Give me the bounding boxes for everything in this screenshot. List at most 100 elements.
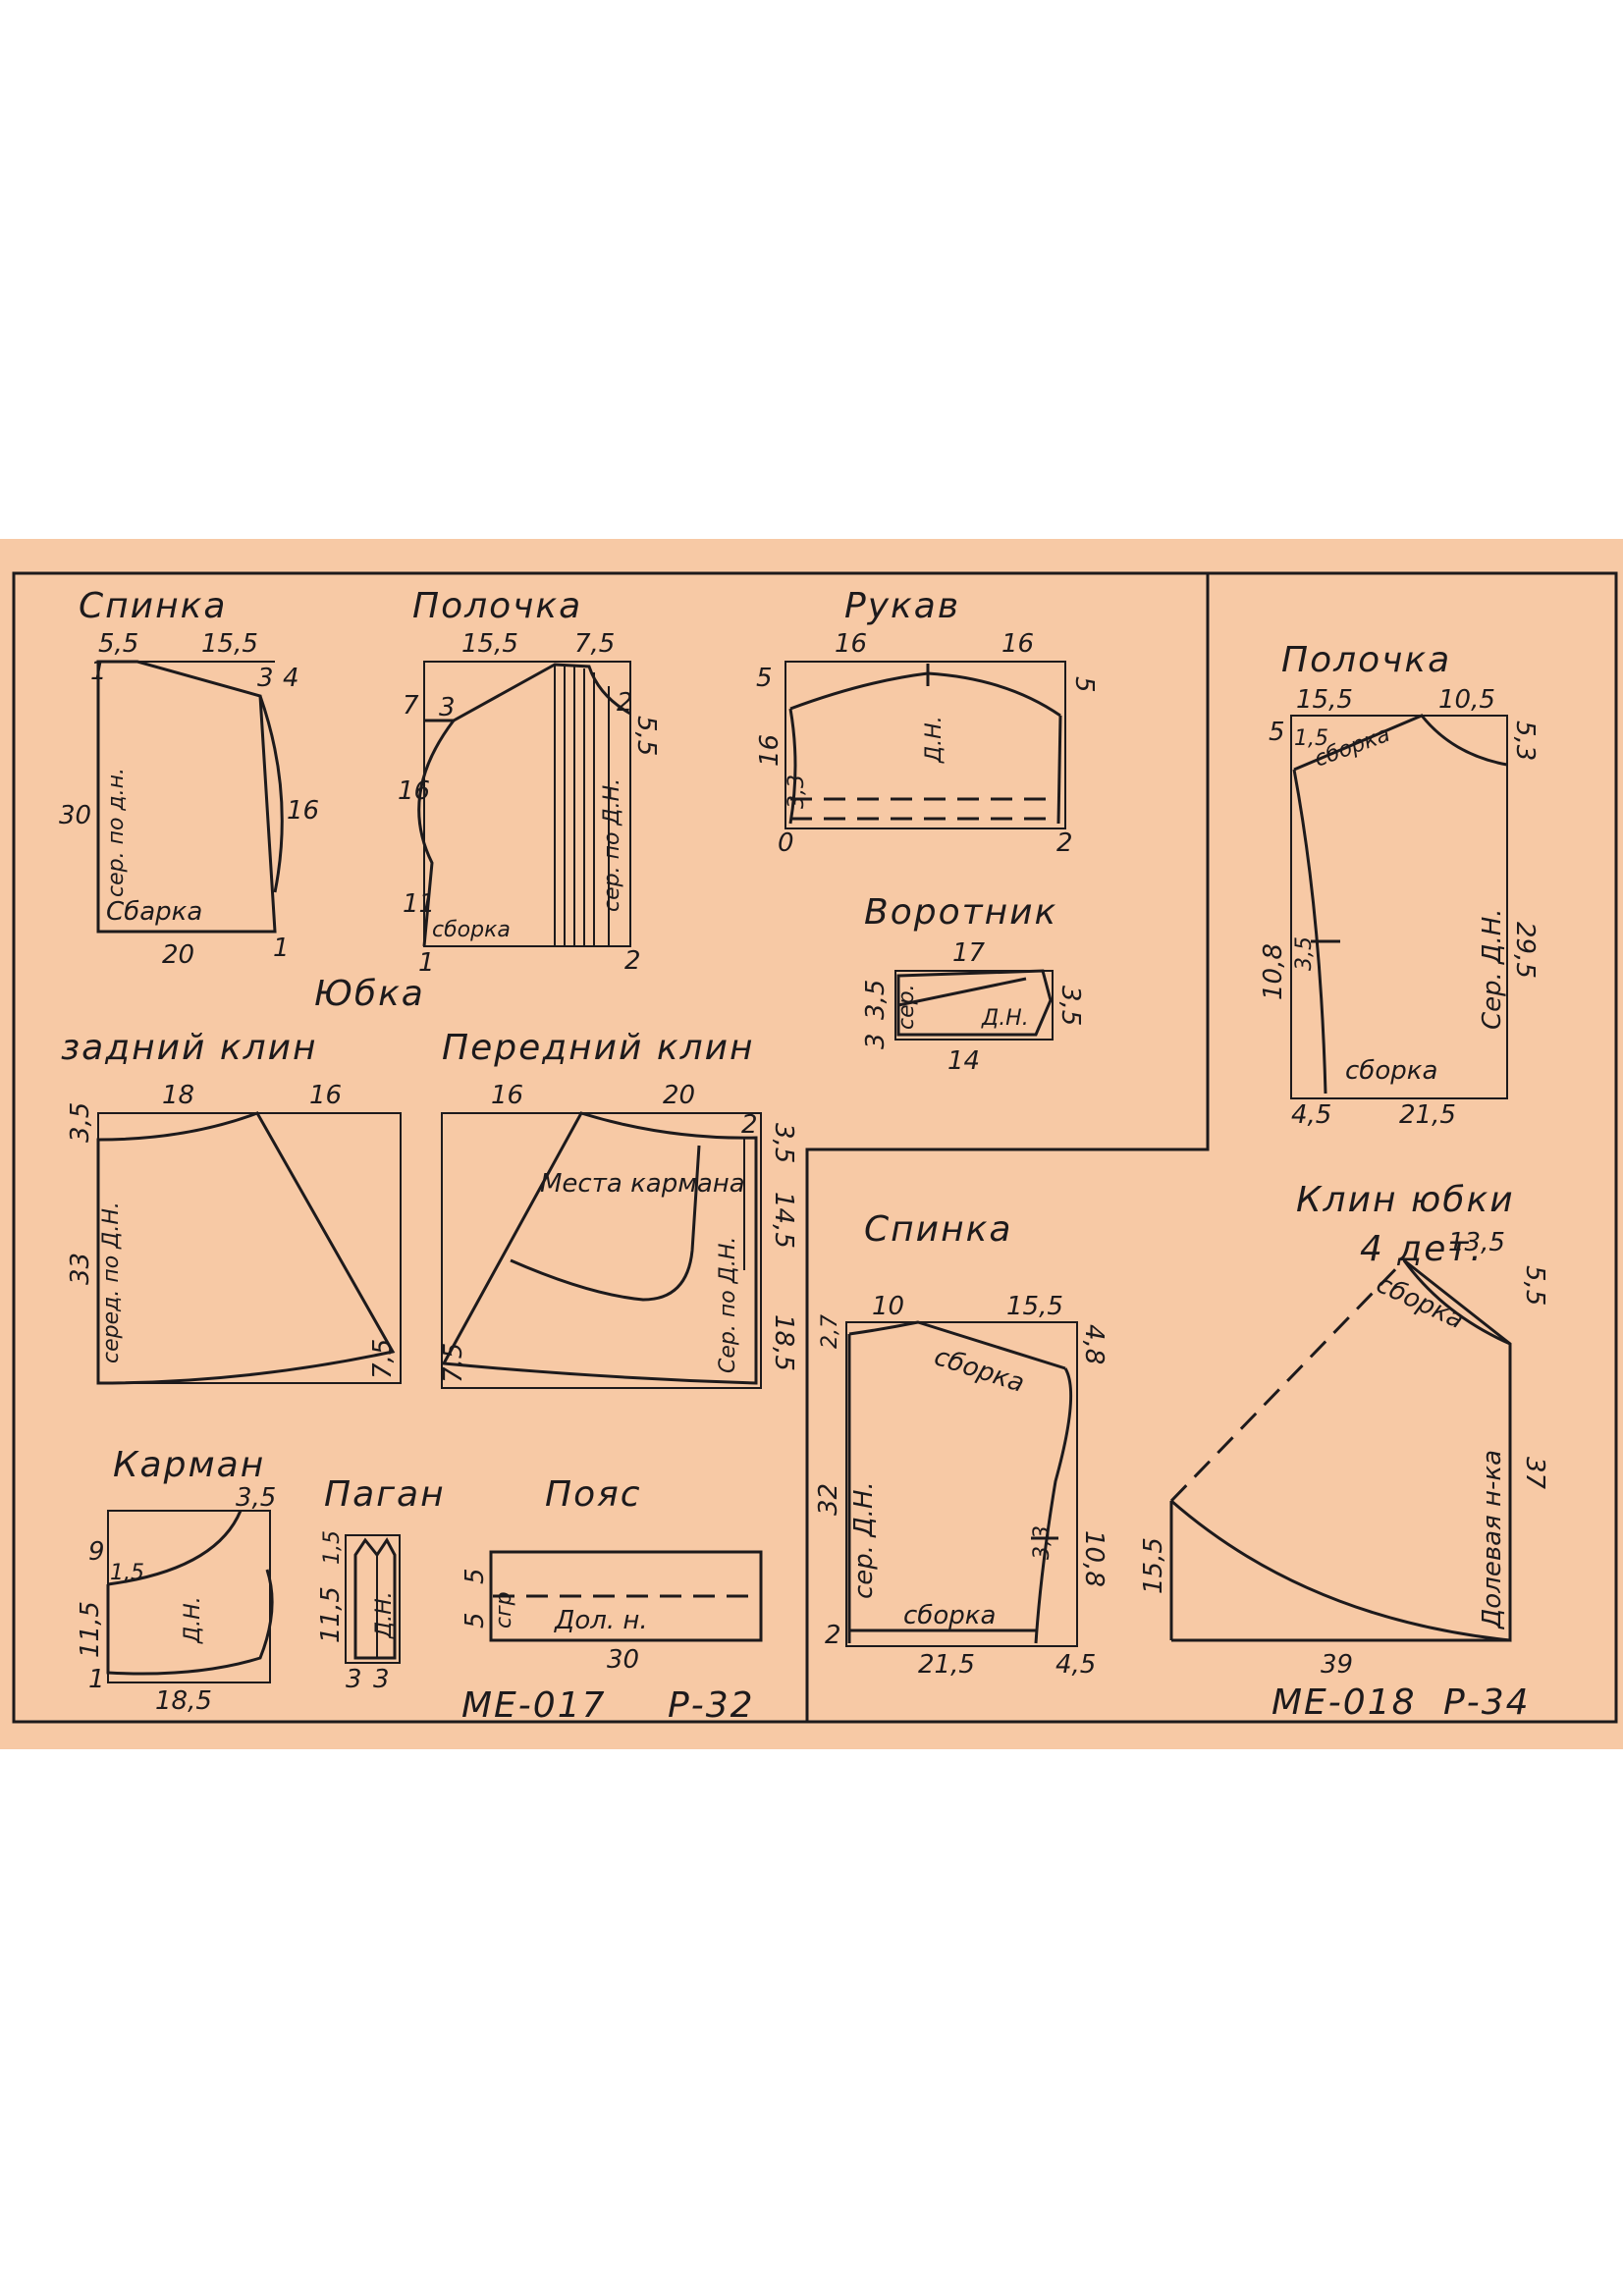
belt-title: Пояс [545,1474,642,1515]
strap-dim-4: 3 [373,1665,390,1694]
front-bodice-dim-10: 2 [624,946,641,976]
back-bodice-grain-label: сер. по д.н. [104,768,129,897]
strap-title: Паган [324,1474,446,1515]
belt-dim-3: 30 [607,1645,639,1675]
front-gore-dim-6: 18,5 [769,1314,798,1371]
right-back-grain-label: сер. Д.Н. [849,1481,879,1599]
pocket-dim-6: 18,5 [155,1686,212,1716]
strap-dim-2: 11,5 [316,1586,346,1643]
back-bodice-dim-4: 3 [257,664,274,693]
strap-piece: Паган 1,5 11,5 3 3 Д.Н. [316,1474,446,1694]
back-gore-dim-1: 18 [162,1081,194,1110]
back-gore-dim-2: 16 [309,1081,342,1110]
collar-center-label: сер. [894,984,919,1030]
skirt-title: Юбка [314,974,425,1014]
right-back-frame [845,1321,1078,1647]
right-back-gather-bottom: сборка [903,1601,996,1630]
collar-outline [896,969,1053,1037]
front-gore-grain-label: Сер. по Д.Н. [716,1237,740,1373]
sleeve-frame [784,661,1066,829]
belt-fold-label: сгр [492,1591,516,1629]
skirt-gore-dim-2: 5,5 [1520,1265,1549,1306]
belt-outline [489,1550,763,1642]
right-front-dim-3: 5 [1269,718,1285,747]
sleeve-grain-label: Д.Н. [922,716,947,764]
back-gore-dim-4: 33 [66,1253,95,1285]
pocket-top-curve [107,1510,243,1586]
front-bodice-dim-2: 7,5 [574,629,615,659]
right-back-dim-7: 10,8 [1079,1530,1109,1587]
right-back-dim-3: 2,7 [818,1314,842,1349]
front-bodice-title: Полочка [412,586,582,626]
front-bodice-dim-1: 15,5 [461,629,518,659]
pattern-drawing: Спинка 1 5,5 15,5 3 4 16 30 20 1 сер. по… [12,571,1618,1726]
right-back-piece: Спинка 10 15,5 2,7 4,8 32 3,3 10,8 2 21,… [814,1209,1109,1680]
front-bodice-pleats [554,665,610,946]
collar-dim-4: 3,5 [1055,986,1085,1026]
skirt-gore-title: Клин юбки [1296,1180,1515,1220]
right-back-dim-9: 21,5 [918,1650,975,1680]
right-front-title: Полочка [1281,640,1451,680]
right-back-dim-10: 4,5 [1055,1650,1096,1680]
right-back-dim-5: 32 [814,1483,843,1516]
back-bodice-dim-5: 4 [283,664,299,693]
right-front-gather-bottom: сборка [1345,1056,1437,1086]
right-back-dim-2: 15,5 [1006,1292,1063,1321]
back-gore-frame [97,1112,402,1384]
back-gore-dim-3: 3,5 [66,1102,95,1143]
sleeve-dim-1: 16 [835,629,867,659]
pocket-piece: Карман 3,5 9 1,5 11,5 1 18,5 Д.Н. [76,1445,276,1716]
front-gore-pocket-line [510,1145,701,1302]
collar-title: Воротник [864,892,1057,933]
back-bodice-dim-1: 1 [90,657,107,686]
right-front-piece: Полочка 15,5 10,5 5 1,5 5,3 29,5 10,8 3,… [1259,640,1540,1130]
front-bodice-dim-9: 1 [418,948,435,978]
strap-frame [345,1534,401,1664]
back-bodice-dim-3: 15,5 [201,629,258,659]
pocket-outline [106,1569,274,1676]
back-bodice-piece: Спинка 1 5,5 15,5 3 4 16 30 20 1 сер. по… [59,586,319,970]
collar-grain-label: Д.Н. [981,1006,1029,1031]
front-bodice-dim-7: 11 [403,889,435,919]
sleeve-cap [789,671,1061,718]
right-back-gather-top: сборка [931,1342,1028,1399]
sleeve-title: Рукав [844,586,960,626]
front-bodice-dim-3: 5,5 [631,716,661,756]
collar-dim-2: 3,5 [861,980,891,1020]
pocket-dim-5: 1 [88,1665,105,1694]
pocket-dim-4: 11,5 [76,1601,105,1658]
strap-dim-3: 3 [346,1665,362,1694]
front-gore-dim-4: 3,5 [769,1123,798,1163]
collar-dim-3: 3 [861,1033,891,1049]
right-front-dim-9: 4,5 [1291,1100,1331,1130]
sleeve-dim-6: 3,3 [784,774,809,809]
collar-dim-5: 14 [947,1046,980,1076]
skirt-gore-grain-label: Долевая н-ка [1478,1450,1507,1629]
front-bodice-gather-label: сборка [432,918,511,942]
back-bodice-gather-label: Сбарка [106,897,202,927]
right-back-dim-8: 2 [825,1621,841,1650]
back-bodice-title: Спинка [79,586,227,626]
pattern-sheet: Спинка 1 5,5 15,5 3 4 16 30 20 1 сер. по… [0,539,1623,1749]
skirt-gore-outline [1170,1258,1512,1642]
sleeve-dim-3: 5 [756,664,773,693]
pocket-grain-label: Д.Н. [181,1596,205,1644]
collar-piece: Воротник 17 3,5 3 3,5 14 сер. Д.Н. [861,892,1085,1076]
sleeve-left-seam [788,708,797,825]
left-page-ref: Р-32 [668,1685,755,1726]
front-gore-pocket-label: Места кармана [540,1169,745,1199]
back-gore-title: задний клин [61,1028,318,1068]
sleeve-dim-7: 0 [778,828,794,858]
right-back-dim-1: 10 [872,1292,904,1321]
right-front-dim-1: 15,5 [1296,685,1353,715]
front-gore-dim-2: 20 [663,1081,695,1110]
front-bodice-dim-4: 7 [403,691,419,721]
right-front-dim-2: 10,5 [1438,685,1495,715]
belt-piece: Пояс 5 5 30 сгр Дол. н. [460,1474,763,1675]
front-gore-dim-1: 16 [491,1081,523,1110]
right-front-dim-7: 10,8 [1259,943,1288,1000]
pocket-dim-1: 3,5 [236,1483,276,1513]
panel-divider [805,573,1210,1722]
skirt-gore-dim-5: 39 [1321,1650,1353,1680]
right-front-dim-5: 5,3 [1510,721,1540,761]
